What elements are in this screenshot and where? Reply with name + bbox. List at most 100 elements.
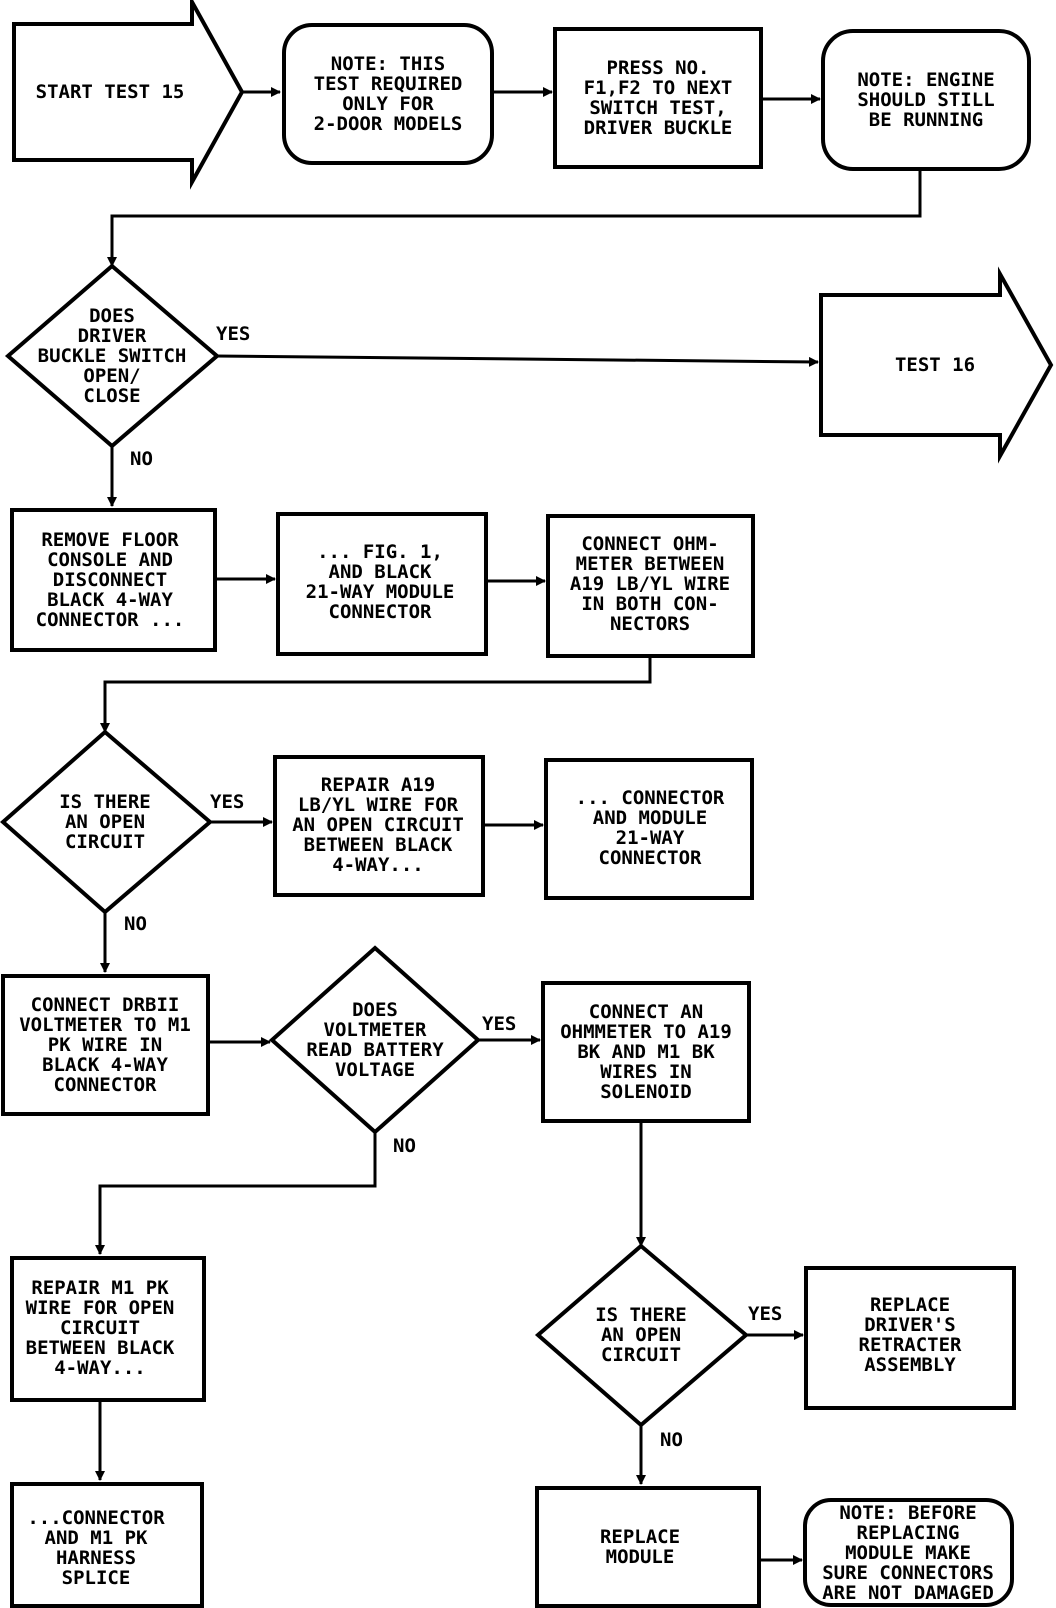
connect-drb-line-1: CONNECT DRBII xyxy=(31,994,180,1016)
connect-drb-line-4: BLACK 4-WAY xyxy=(42,1054,168,1076)
note-engine-line-3: BE RUNNING xyxy=(869,109,983,131)
buckle-decision xyxy=(4,263,221,449)
edge-voltage-no xyxy=(95,1132,377,1255)
remove-console-line-5: CONNECTOR ... xyxy=(36,609,185,631)
connect-ohm1-line-2: METER BETWEEN xyxy=(576,553,725,575)
note-2door-line-1: NOTE: THIS xyxy=(331,53,445,75)
note-2door-box xyxy=(282,23,494,165)
q-open2-line-3: CIRCUIT xyxy=(601,1344,681,1366)
start-label: START TEST 15 xyxy=(36,81,185,103)
connect-ohm2-line-3: BK AND M1 BK xyxy=(577,1041,715,1063)
repair-a19-line-3: AN OPEN CIRCUIT xyxy=(292,814,464,836)
voltage-no-label: NO xyxy=(393,1135,416,1157)
note-before-line-1: NOTE: BEFORE xyxy=(839,1502,976,1524)
q-open1-line-1: IS THERE xyxy=(59,791,151,813)
connect-ohm1-line-1: CONNECT OHM- xyxy=(581,533,718,555)
start-terminal xyxy=(12,0,245,190)
replace-retractor-line-2: DRIVER'S xyxy=(864,1314,956,1336)
connector-module-line-2: AND MODULE xyxy=(593,807,707,829)
repair-m1-line-4: BETWEEN BLACK xyxy=(26,1337,175,1359)
q-voltage-line-2: VOLTMETER xyxy=(324,1019,428,1041)
connect-ohm2-line-4: WIRES IN xyxy=(600,1061,692,1083)
repair-m1-line-1: REPAIR M1 PK xyxy=(31,1277,169,1299)
note-engine-box xyxy=(821,29,1031,171)
press-f1-box xyxy=(553,27,763,169)
connector-splice-line-4: SPLICE xyxy=(62,1567,131,1589)
edge-engine-buckle xyxy=(107,170,922,267)
remove-console-line-2: CONSOLE AND xyxy=(47,549,173,571)
replace-retractor-box xyxy=(804,1266,1016,1410)
connector-splice-box xyxy=(10,1482,204,1608)
press-f1-line-3: SWITCH TEST, xyxy=(589,97,726,119)
open1-yes-label: YES xyxy=(210,791,244,813)
connector-module-line-4: CONNECTOR xyxy=(599,847,703,869)
q-voltage-line-4: VOLTAGE xyxy=(335,1059,415,1081)
repair-a19-line-4: BETWEEN BLACK xyxy=(304,834,453,856)
fig1-box xyxy=(276,512,488,656)
remove-console-line-3: DISCONNECT xyxy=(53,569,167,591)
connect-ohm2-line-5: SOLENOID xyxy=(600,1081,692,1103)
q-open1-line-2: AN OPEN xyxy=(65,811,145,833)
q-buckle-line-3: BUCKLE SWITCH xyxy=(38,345,187,367)
connect-ohm2-line-2: OHMMETER TO A19 xyxy=(560,1021,732,1043)
connect-drb-line-5: CONNECTOR xyxy=(54,1074,158,1096)
edge-ohm1-open1 xyxy=(100,656,652,733)
repair-m1-box xyxy=(10,1256,206,1402)
connect-ohm2-box xyxy=(541,981,751,1123)
q-voltage-line-1: DOES xyxy=(352,999,398,1021)
note-2door-line-3: ONLY FOR xyxy=(342,93,434,115)
q-open2-line-2: AN OPEN xyxy=(601,1324,681,1346)
test16-terminal xyxy=(819,266,1054,464)
connector-module-line-3: 21-WAY xyxy=(616,827,685,849)
q-voltage-line-3: READ BATTERY xyxy=(306,1039,444,1061)
repair-m1-line-3: CIRCUIT xyxy=(60,1317,140,1339)
open2-yes-label: YES xyxy=(748,1303,782,1325)
open2-no-label: NO xyxy=(660,1429,683,1451)
connect-drb-line-3: PK WIRE IN xyxy=(48,1034,162,1056)
press-f1-line-1: PRESS NO. xyxy=(607,57,710,79)
replace-retractor-line-3: RETRACTER xyxy=(859,1334,963,1356)
note-engine-line-1: NOTE: ENGINE xyxy=(857,69,994,91)
buckle-no-label: NO xyxy=(130,448,153,470)
q-open2-line-1: IS THERE xyxy=(595,1304,687,1326)
replace-retractor-line-4: ASSEMBLY xyxy=(864,1354,956,1376)
open1-decision xyxy=(0,729,214,915)
edge-buckle-yes xyxy=(214,354,819,367)
connector-module-box xyxy=(544,758,754,900)
connector-module-line-1: ... CONNECTOR xyxy=(576,787,725,809)
test16-line-1: TEST 16 xyxy=(895,354,975,376)
repair-m1-line-5: 4-WAY... xyxy=(54,1357,146,1379)
edge-labels: YES NO YES NO YES NO YES NO xyxy=(124,323,782,1451)
remove-console-line-4: BLACK 4-WAY xyxy=(47,589,173,611)
repair-a19-line-2: LB/YL WIRE FOR xyxy=(298,794,459,816)
repair-a19-box xyxy=(273,755,485,897)
q-buckle-line-5: CLOSE xyxy=(83,385,140,407)
press-f1-line-2: F1,F2 TO NEXT xyxy=(584,77,733,99)
connector-splice-line-2: AND M1 PK xyxy=(45,1527,149,1549)
q-buckle-line-2: DRIVER xyxy=(78,325,147,347)
note-before-line-4: SURE CONNECTORS xyxy=(822,1562,994,1584)
note-before-line-2: REPLACING xyxy=(857,1522,960,1544)
replace-module-box xyxy=(535,1486,761,1608)
connect-ohm1-line-5: NECTORS xyxy=(610,613,690,635)
note-before-line-3: MODULE MAKE xyxy=(845,1542,971,1564)
connector-splice-line-3: HARNESS xyxy=(56,1547,136,1569)
replace-module-line-1: REPLACE xyxy=(600,1526,680,1548)
voltage-yes-label: YES xyxy=(482,1013,516,1035)
replace-retractor-line-1: REPLACE xyxy=(870,1294,950,1316)
connect-drb-line-2: VOLTMETER TO M1 xyxy=(19,1014,191,1036)
